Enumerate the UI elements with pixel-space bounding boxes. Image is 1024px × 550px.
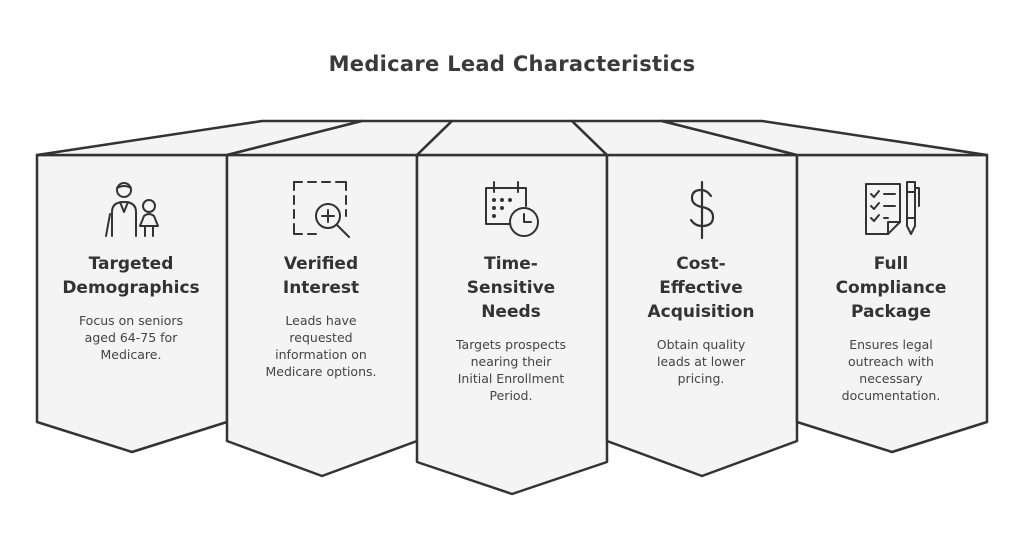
- card-description: Focus on seniors aged 64-75 for Medicare…: [78, 313, 184, 362]
- card-full-compliance-package: Full Compliance Package Ensures legal ou…: [806, 252, 976, 404]
- card-verified-interest: Verified Interest Leads have requested i…: [236, 252, 406, 380]
- checklist-pen-icon: [860, 178, 926, 248]
- card-heading: Full Compliance Package: [835, 254, 947, 322]
- card-cost-effective-acquisition: Cost- Effective Acquisition Obtain quali…: [616, 252, 786, 387]
- card-top-fold-5: [660, 119, 989, 157]
- card-description: Leads have requested information on Medi…: [265, 313, 377, 379]
- card-heading: Targeted Demographics: [62, 254, 200, 298]
- card-heading: Time- Sensitive Needs: [466, 254, 556, 322]
- diagram-title: Medicare Lead Characteristics: [328, 52, 696, 76]
- calendar-clock-icon: [480, 178, 546, 248]
- card-heading: Cost- Effective Acquisition: [647, 254, 755, 322]
- card-description: Ensures legal outreach with necessary do…: [841, 337, 941, 403]
- magnify-plus-icon: [290, 178, 356, 248]
- card-time-sensitive-needs: Time- Sensitive Needs Targets prospects …: [426, 252, 596, 404]
- card-description: Targets prospects nearing their Initial …: [455, 337, 567, 403]
- dollar-icon: [670, 178, 736, 248]
- card-description: Obtain quality leads at lower pricing.: [656, 337, 746, 386]
- card-targeted-demographics: Targeted Demographics Focus on seniors a…: [46, 252, 216, 363]
- senior-people-icon: [98, 178, 164, 248]
- card-heading: Verified Interest: [282, 254, 360, 298]
